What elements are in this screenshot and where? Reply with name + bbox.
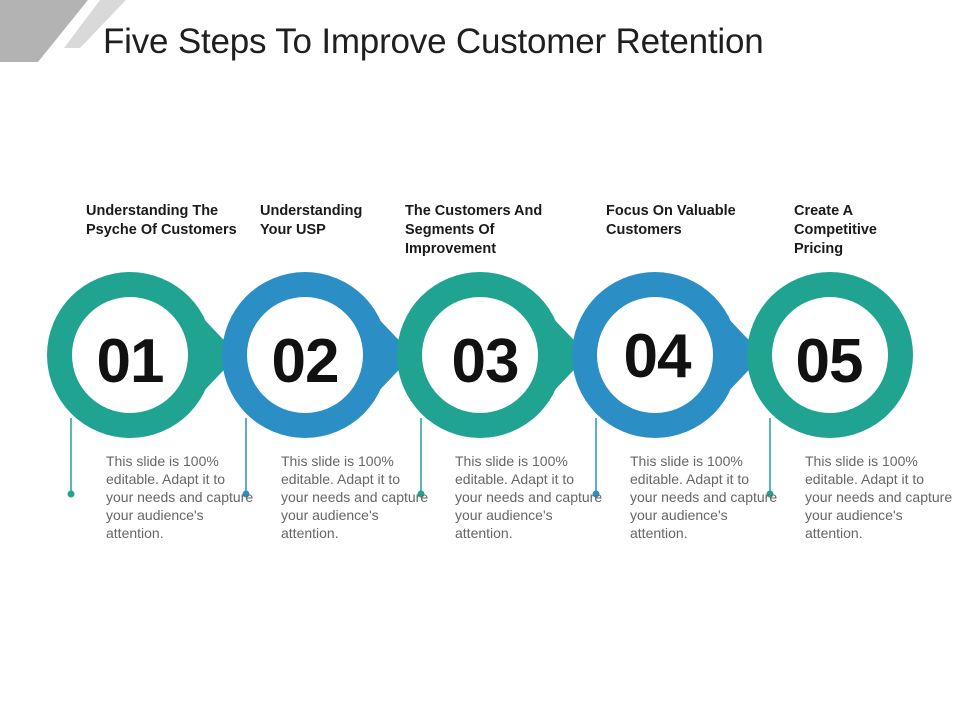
step-heading-4: Focus On Valuable Customers: [606, 203, 736, 238]
step-description-2: This slide is 100% editable. Adapt it to…: [281, 453, 429, 541]
page-title: Five Steps To Improve Customer Retention: [103, 22, 764, 61]
step-description-5: This slide is 100% editable. Adapt it to…: [805, 453, 953, 541]
step-heading-1: Understanding The Psyche Of Customers: [86, 203, 237, 238]
step-number-2: 02: [271, 327, 340, 396]
step-description-4: This slide is 100% editable. Adapt it to…: [630, 453, 778, 541]
connector-2: [242, 418, 250, 498]
step-ring-4: [572, 272, 763, 438]
step-ring-2: [222, 272, 413, 438]
connector-4: [592, 418, 600, 498]
step-number-5: 05: [795, 327, 864, 396]
connector-1: [67, 418, 75, 498]
connector-3: [417, 418, 425, 498]
connector-5: [766, 418, 774, 498]
corner-decoration: [0, 0, 126, 62]
step-heading-3: The Customers And Segments Of Improvemen…: [405, 203, 543, 257]
step-ring-5: [747, 272, 913, 438]
step-description-1: This slide is 100% editable. Adapt it to…: [106, 453, 254, 541]
step-ring-1: [47, 272, 238, 438]
step-heading-2: Understanding Your USP: [260, 203, 363, 238]
step-number-4: 04: [623, 322, 692, 391]
corner-light-shape: [64, 0, 126, 48]
step-ring-3: [397, 272, 588, 438]
corner-dark-shape: [0, 0, 88, 62]
step-description-3: This slide is 100% editable. Adapt it to…: [455, 453, 603, 541]
step-number-1: 01: [96, 327, 165, 396]
step-number-3: 03: [451, 327, 520, 396]
step-heading-5: Create A Competitive Pricing: [794, 203, 877, 257]
